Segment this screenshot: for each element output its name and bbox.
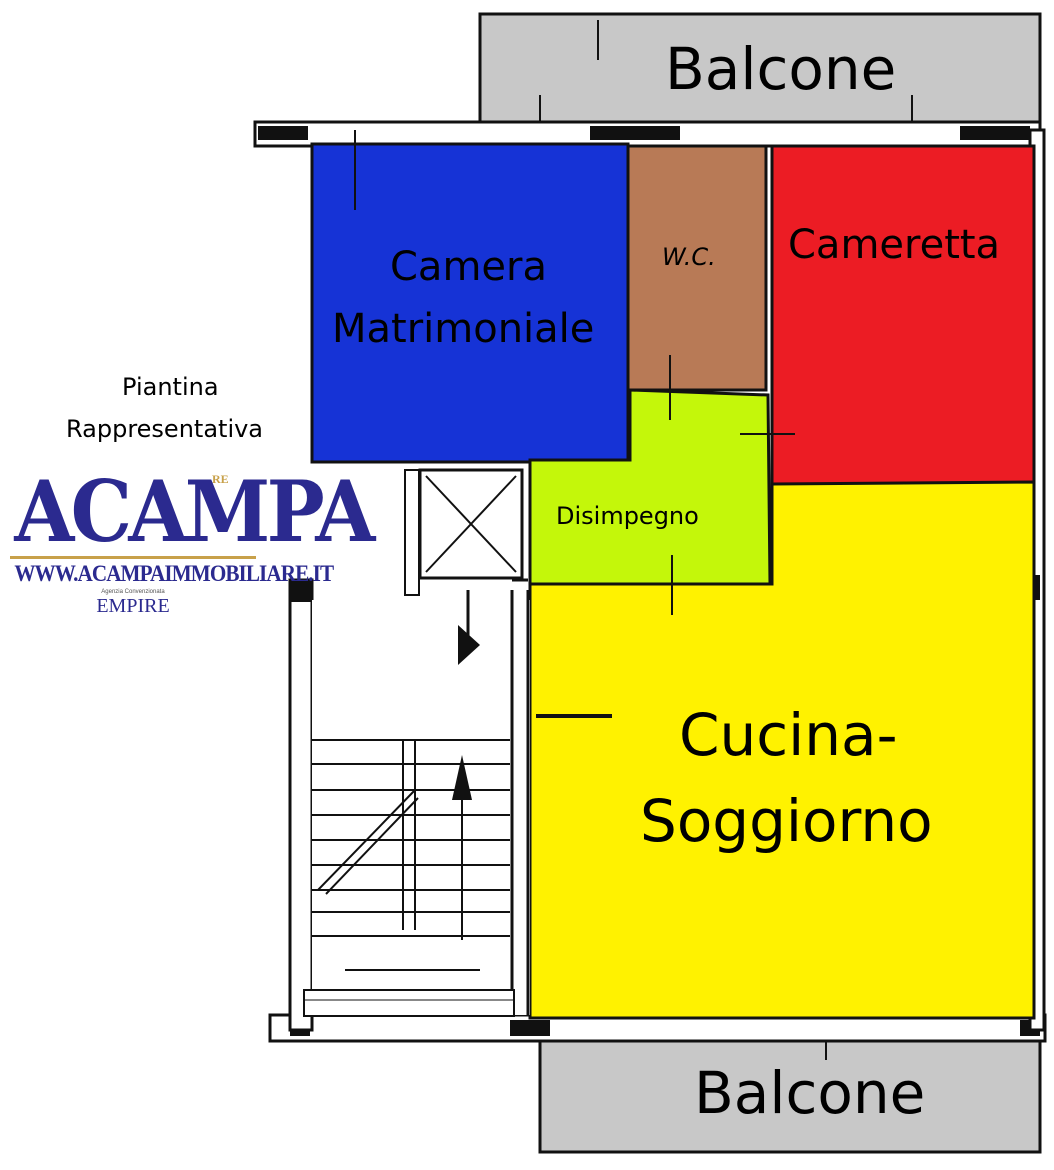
note-line2: Rappresentativa [66, 415, 264, 443]
left-wall [288, 578, 314, 1032]
logo-url: WWW.ACAMPAIMMOBILIARE.IT [14, 561, 334, 586]
camera-label-line2: Matrimoniale [332, 306, 595, 352]
cameretta-label: Cameretta [788, 222, 1001, 268]
room-camera-matrimoniale [310, 142, 630, 464]
disimpegno-label: Disimpegno [556, 502, 699, 530]
logo-superscript: RE [212, 472, 229, 486]
room-cameretta [770, 144, 1036, 486]
stairwell [312, 600, 530, 1015]
stairs [312, 739, 510, 971]
room-wc [626, 144, 768, 392]
wc-label: W.C. [662, 243, 716, 271]
balcone-top-label: Balcone [665, 35, 897, 103]
room-cucina-soggiorno [528, 480, 1036, 1020]
logo-name: ACAMPA [14, 462, 375, 561]
cucina-label-line2: Soggiorno [640, 787, 933, 855]
acampa-logo: RE ACAMPA WWW.ACAMPAIMMOBILIARE.IT Agenz… [4, 462, 375, 618]
cucina-label-line1: Cucina- [679, 701, 898, 769]
balcony-top [478, 12, 1042, 126]
note-line1: Piantina [122, 373, 219, 401]
balcony-bottom [538, 1038, 1042, 1154]
logo-brand: EMPIRE [96, 595, 170, 617]
balcone-bottom-label: Balcone [694, 1059, 926, 1127]
camera-label-line1: Camera [390, 244, 547, 290]
logo-divider [10, 556, 256, 559]
logo-affiliation: Agenzia Convenzionata [101, 589, 165, 595]
